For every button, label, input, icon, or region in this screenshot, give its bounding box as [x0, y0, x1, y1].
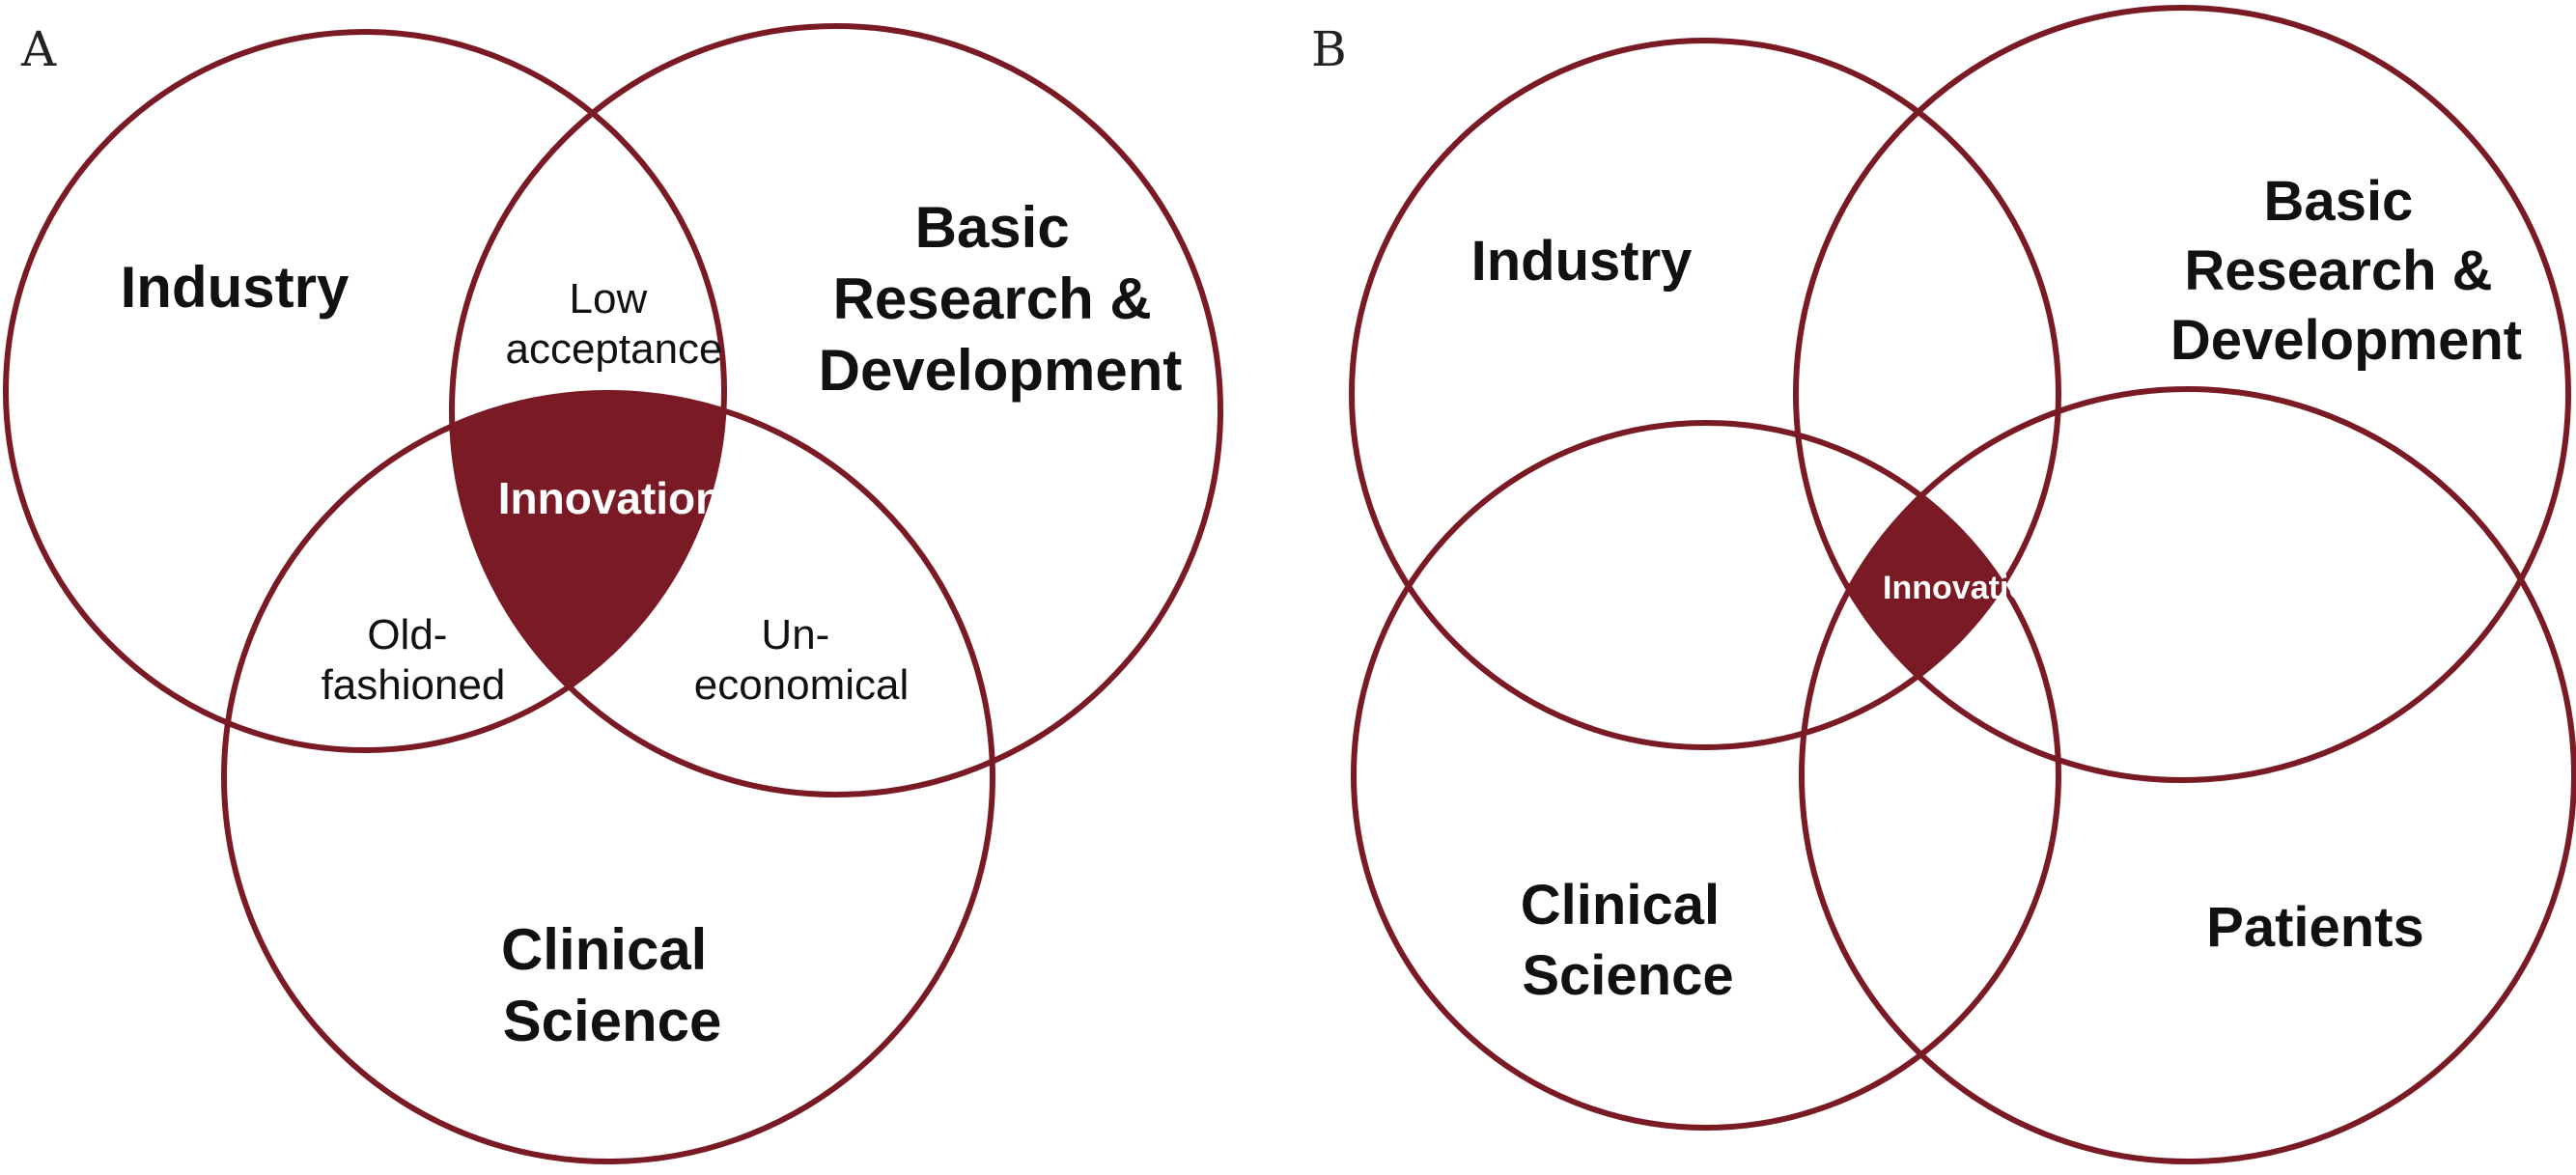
panel-b-innovation-label: Innovation [1883, 570, 2049, 606]
panel-b-innovation-region [1802, 423, 2058, 747]
panel-b-clinical-science-line-1: Clinical [1521, 874, 1720, 937]
panel-a-uneconomical-label: Un- economical [694, 611, 910, 709]
panel-b-patients-circle [1799, 386, 2576, 1164]
panel-a-clinical-science-circle [221, 390, 995, 1164]
panel-b-clinical-science-label: Clinical Science [1521, 874, 1735, 1007]
panel-a: A Industry Basic Research & Development … [3, 21, 1223, 1164]
panel-b-letter: B [1311, 21, 1347, 77]
panel-b-innovation-region-clip [1802, 423, 2058, 747]
panel-b-basic-research-line-1: Basic [2264, 170, 2414, 233]
panel-b-basic-research-circle [1793, 5, 2571, 783]
panel-a-old-fashioned-line-1: Old- [367, 611, 447, 658]
panel-a-innovation-label: Innovation [498, 473, 723, 523]
panel-a-uneconomical-line-2: economical [694, 661, 910, 709]
panel-b-basic-research-line-2: Research & [2184, 239, 2492, 302]
panel-a-letter: A [20, 21, 57, 77]
panel-b-patients-label: Patients [2206, 896, 2424, 959]
panel-a-clinical-science-line-2: Science [503, 989, 722, 1053]
panel-a-basic-research-circle [449, 23, 1223, 797]
panel-b-clinical-science-circle [1351, 420, 2061, 1131]
panel-a-old-fashioned-line-2: fashioned [322, 661, 506, 709]
panel-a-clinical-science-label: Clinical Science [501, 917, 723, 1053]
panel-b: B Industry Basic Research & Development … [1311, 5, 2576, 1164]
panel-b-clinical-science-line-2: Science [1522, 944, 1733, 1007]
panel-a-old-fashioned-label: Old- fashioned [322, 611, 506, 709]
panel-a-industry-circle [3, 29, 727, 753]
panel-a-clinical-science-line-1: Clinical [501, 917, 707, 982]
panel-b-basic-research-line-3: Development [2170, 309, 2522, 372]
panel-a-low-acceptance-label: Low acceptance [505, 275, 722, 373]
panel-a-low-acceptance-line-2: acceptance [505, 325, 722, 373]
panel-b-industry-circle [1349, 38, 2061, 750]
panel-a-uneconomical-line-1: Un- [761, 611, 829, 658]
panel-a-basic-research-line-1: Basic [915, 195, 1070, 260]
panel-a-basic-research-line-2: Research & [833, 266, 1152, 331]
panel-a-basic-research-line-3: Development [819, 338, 1183, 403]
panel-a-low-acceptance-line-1: Low [570, 275, 648, 322]
panel-a-basic-research-label: Basic Research & Development [819, 195, 1183, 403]
panel-a-industry-label: Industry [121, 255, 350, 320]
panel-b-basic-research-label: Basic Research & Development [2170, 170, 2522, 372]
panel-b-industry-label: Industry [1471, 230, 1693, 293]
